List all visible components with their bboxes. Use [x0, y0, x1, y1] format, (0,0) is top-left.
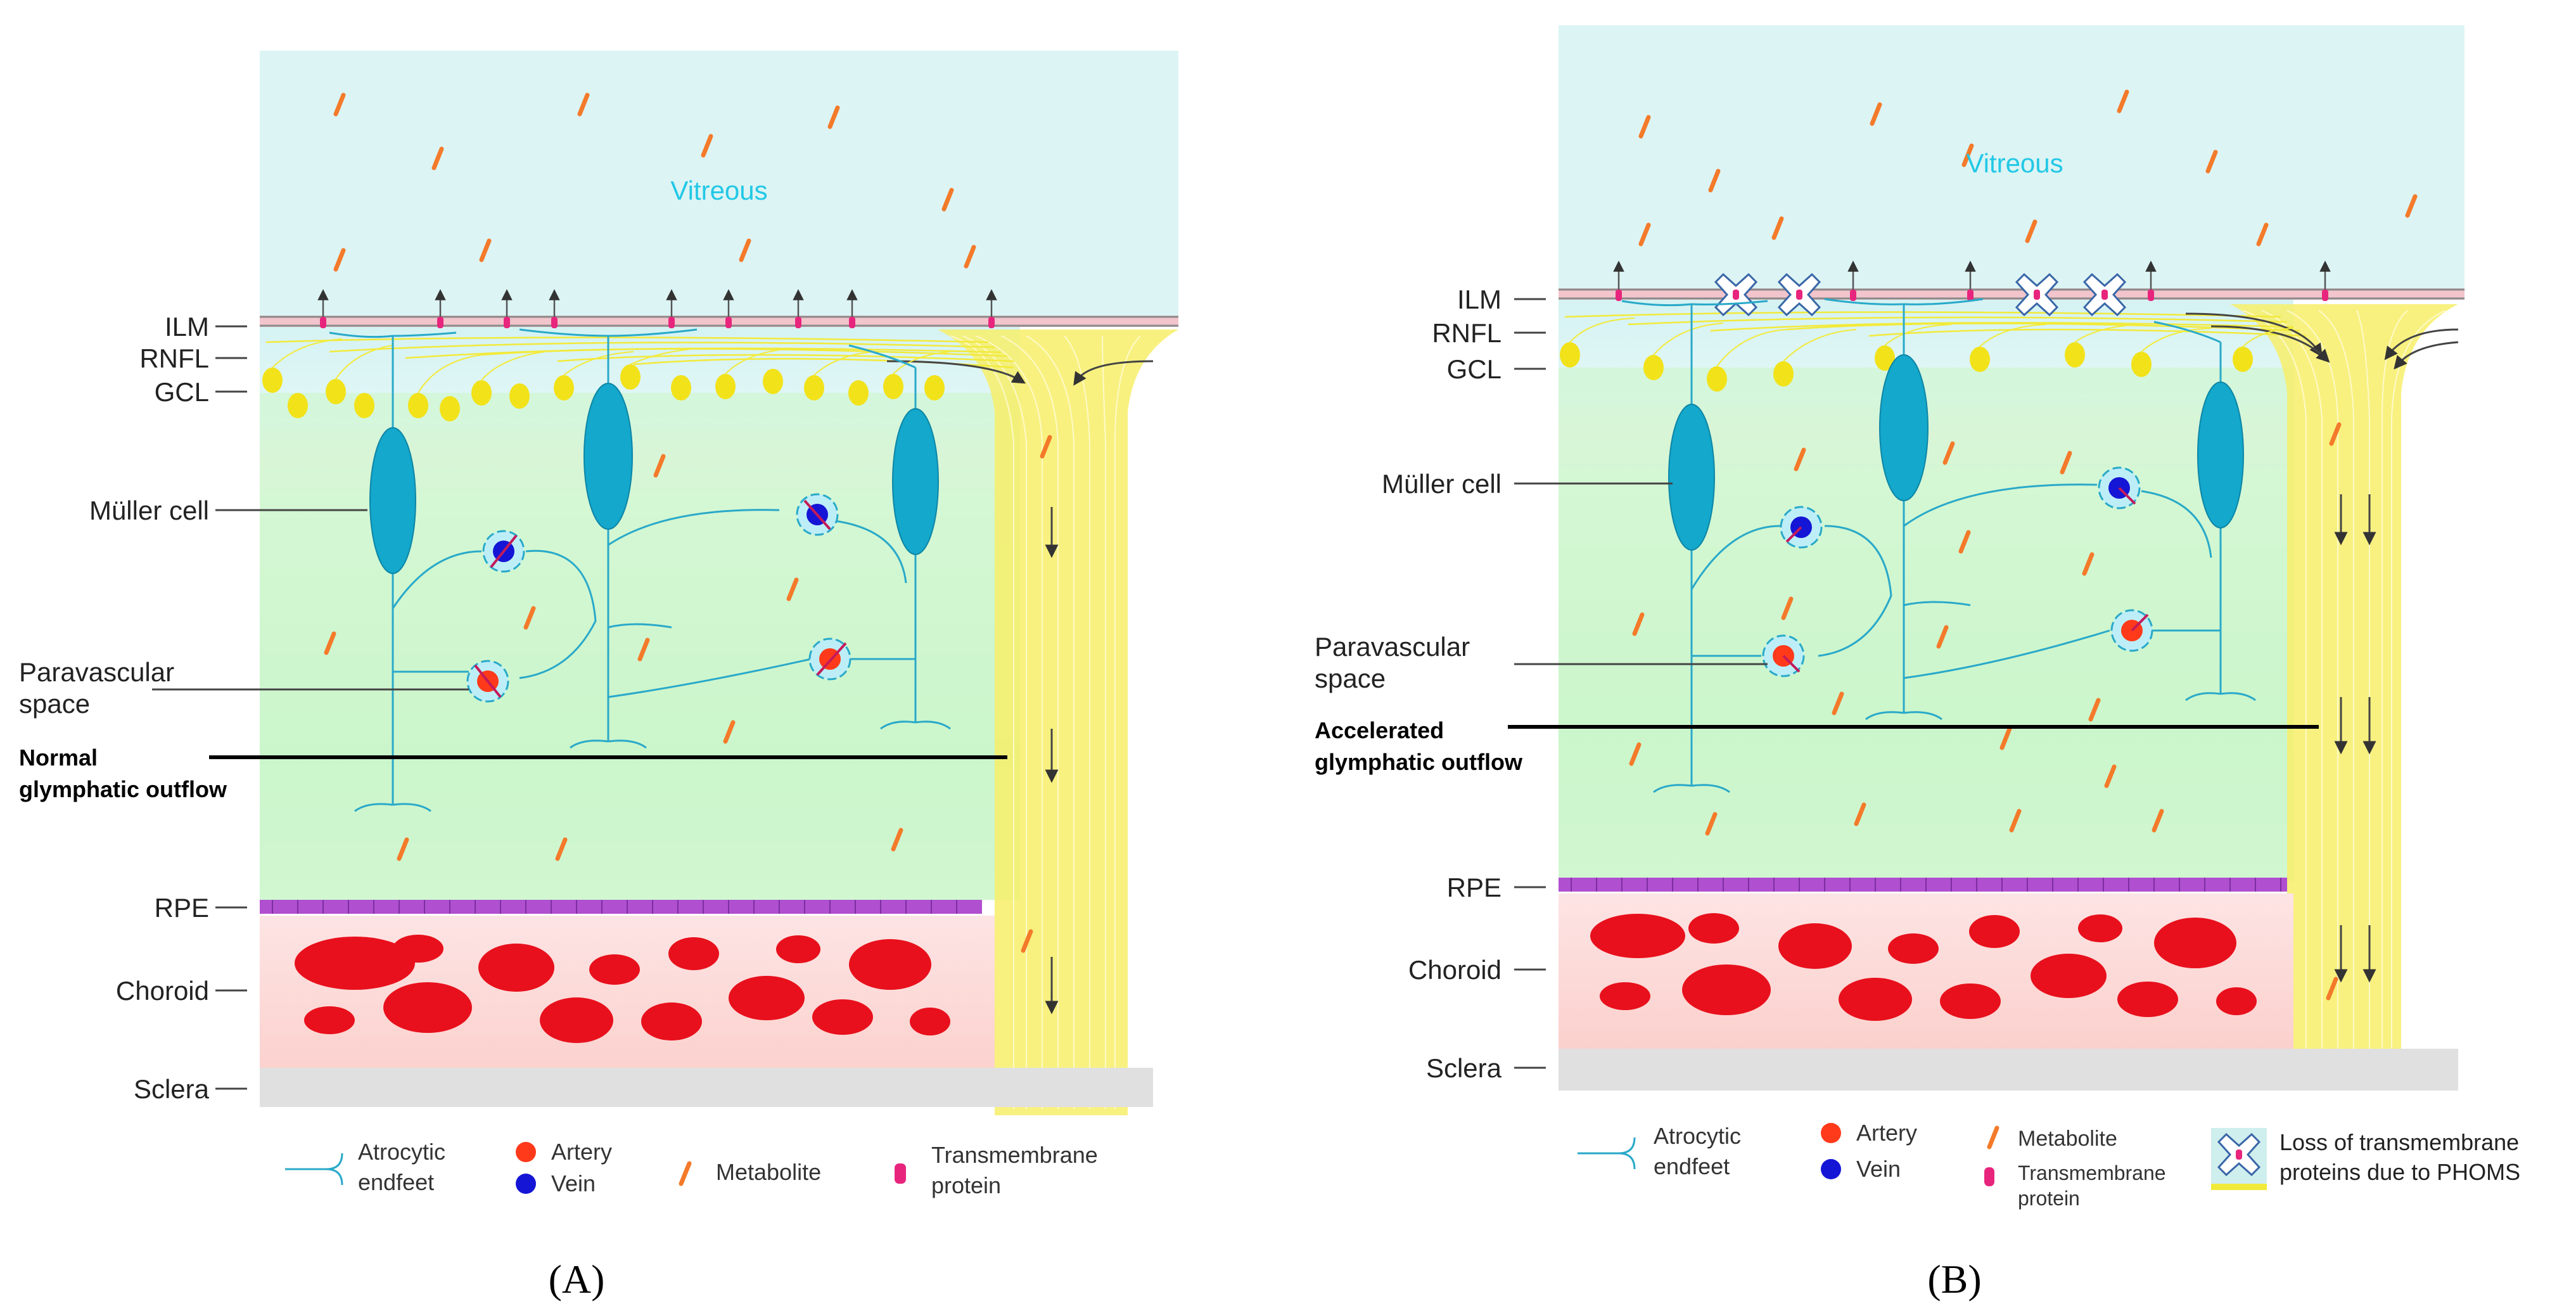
artery-legend-icon — [516, 1142, 536, 1162]
legend-b-metabolite: Metabolite — [2018, 1127, 2117, 1151]
panel-b-caption: (B) — [1927, 1257, 1981, 1302]
ilm-label: ILM — [165, 312, 209, 342]
ilm-efflux-arrows-b — [1613, 260, 2331, 293]
legend-endfeet-2: endfeet — [358, 1169, 434, 1195]
vitreous-label: Vitreous — [670, 176, 767, 205]
vitreous-region-b — [1559, 25, 2464, 291]
paravascular-label-2: space — [19, 689, 90, 719]
gcl-cells-b — [1560, 342, 2253, 392]
outflow-label-b-1: Accelerated — [1315, 717, 1444, 743]
lost-proteins — [1714, 272, 2127, 317]
metabolite-legend-icon — [679, 1161, 692, 1186]
vein-legend-icon-b — [1821, 1159, 1841, 1179]
metabolites-a — [324, 93, 1052, 953]
legend-b-transmembrane-2: protein — [2018, 1187, 2080, 1210]
legend-metabolite: Metabolite — [716, 1159, 821, 1185]
rpe-layer-b — [1559, 878, 2287, 892]
legend-a: Atrocytic endfeet Artery Vein Metabolite… — [285, 1139, 1098, 1198]
ilm-label-b: ILM — [1457, 285, 1502, 314]
choroid-layer-b — [1559, 893, 2293, 1052]
sclera-layer — [260, 1068, 1153, 1107]
legend-b-loss-2: proteins due to PHOMS — [2280, 1159, 2520, 1185]
panel-a-caption: (A) — [549, 1257, 605, 1302]
legend-vein: Vein — [551, 1170, 596, 1196]
legend-endfeet-1: Atrocytic — [358, 1139, 445, 1165]
legend-b-transmembrane-1: Transmembrane — [2018, 1162, 2166, 1184]
ilm-band — [260, 316, 1178, 327]
transmembrane-legend-icon — [895, 1163, 906, 1184]
muller-somas-b — [1668, 354, 2244, 551]
gcl-label: GCL — [155, 377, 209, 407]
gcl-cells — [262, 364, 945, 421]
endfeet-legend-icon — [285, 1153, 343, 1186]
legend-b-endfeet-2: endfeet — [1654, 1153, 1730, 1179]
sclera-label: Sclera — [134, 1074, 210, 1104]
rpe-layer — [260, 900, 982, 914]
outflow-label-1: Normal — [19, 745, 98, 771]
ilm-band-b — [1559, 288, 2464, 300]
rnfl-label-b: RNFL — [1432, 318, 1502, 348]
legend-b: Atrocytic endfeet Artery Vein Metabolite… — [1578, 1120, 2520, 1210]
muller-cell-label-b: Müller cell — [1382, 469, 1502, 499]
legend-transmembrane-2: protein — [931, 1172, 1001, 1198]
transmembrane-legend-icon-b — [1984, 1167, 1994, 1186]
gcl-label-b: GCL — [1447, 354, 1502, 384]
endfeet-legend-icon-b — [1578, 1137, 1636, 1170]
vitreous-region — [260, 51, 1178, 317]
metabolite-legend-icon-b — [1987, 1125, 1999, 1150]
loss-legend-icon — [2211, 1128, 2267, 1190]
legend-artery: Artery — [551, 1139, 612, 1165]
rpe-label-b: RPE — [1447, 873, 1502, 902]
paravascular-label-b-1: Paravascular — [1315, 632, 1470, 662]
muller-somas — [369, 383, 939, 574]
muller-cells-b — [1621, 298, 2256, 793]
panel-b: Vitreous ILM RNFL GCL Müller cell Parava… — [1315, 25, 2520, 1302]
paravascular-label-b-2: space — [1315, 663, 1386, 693]
legend-b-loss-1: Loss of transmembrane — [2280, 1129, 2519, 1155]
sclera-label-b: Sclera — [1426, 1053, 1502, 1083]
choroid-label: Choroid — [116, 976, 209, 1006]
rnfl-label: RNFL — [139, 343, 209, 373]
legend-transmembrane-1: Transmembrane — [931, 1142, 1098, 1168]
choroid-vessels-b — [1590, 913, 2257, 1021]
outflow-label-b-2: glymphatic outflow — [1315, 749, 1523, 775]
legend-b-endfeet-1: Atrocytic — [1654, 1123, 1741, 1149]
metabolites-b — [1629, 89, 2418, 1001]
vein-legend-icon — [516, 1174, 536, 1194]
vitreous-label-b: Vitreous — [1966, 148, 2063, 178]
choroid-label-b: Choroid — [1408, 955, 1502, 985]
rpe-label: RPE — [155, 893, 209, 923]
artery-legend-icon-b — [1821, 1123, 1841, 1143]
muller-cell-label: Müller cell — [89, 496, 209, 525]
sclera-layer-b — [1559, 1049, 2458, 1091]
outflow-label-2: glymphatic outflow — [19, 776, 227, 802]
ilm-efflux-arrows — [317, 289, 997, 320]
choroid-vessels — [295, 935, 950, 1043]
nerve-fibers — [950, 335, 1141, 1109]
transmembrane-proteins — [320, 317, 995, 328]
legend-b-vein: Vein — [1856, 1156, 1901, 1182]
paravascular-label-1: Paravascular — [19, 657, 174, 687]
panel-a: Vitreous ILM RNFL GCL Müller cell Parava… — [19, 51, 1178, 1302]
legend-b-artery: Artery — [1856, 1120, 1917, 1146]
